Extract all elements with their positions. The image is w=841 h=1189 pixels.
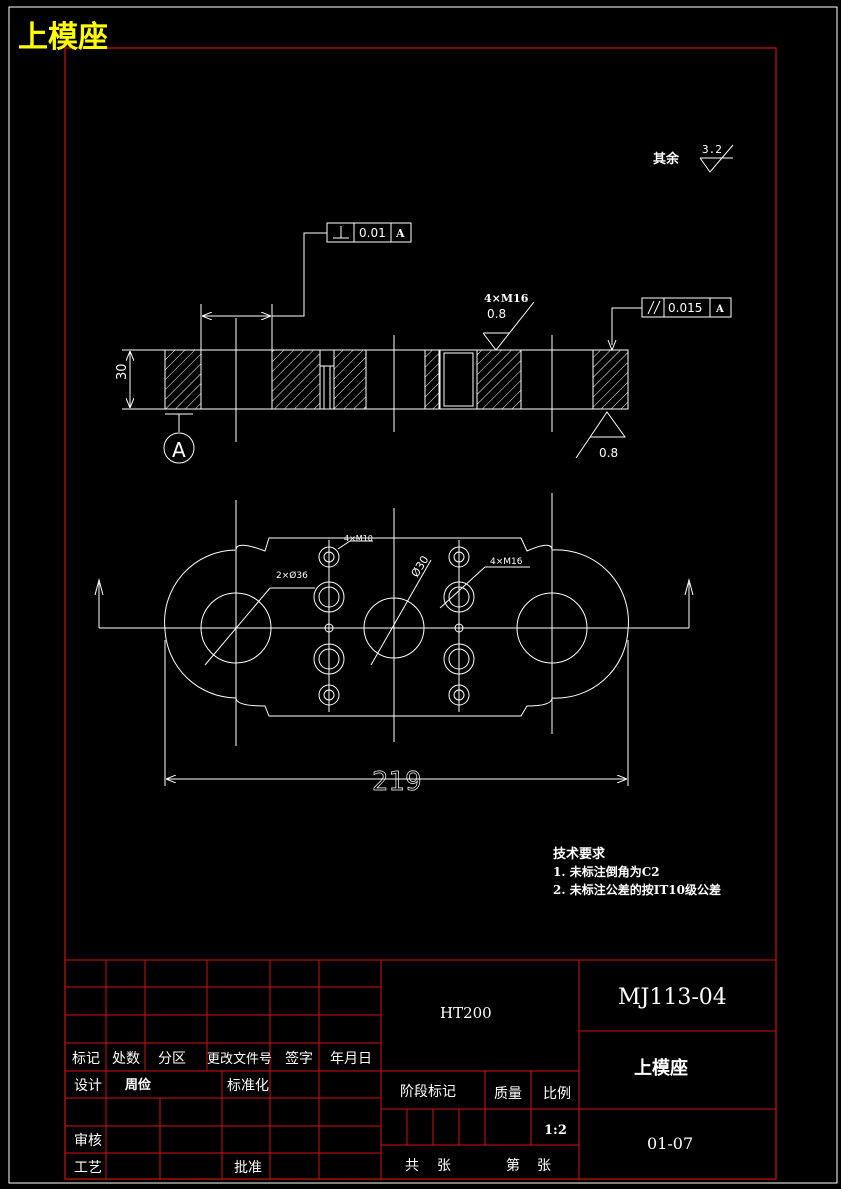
header-date: 年月日 (330, 1051, 372, 1067)
process-label: 工艺 (74, 1160, 102, 1176)
drawing-title: 上模座 (18, 20, 108, 55)
ratio-label: 比例 (543, 1086, 571, 1102)
technical-requirements: 技术要求 1. 未标注倒角为C2 2. 未标注公差的按IT10级公差 (553, 846, 721, 897)
header-zone: 分区 (158, 1051, 186, 1067)
header-mark: 标记 (72, 1051, 100, 1067)
section-hatch-2 (271, 349, 321, 410)
perpendicularity-value: 0.01 (359, 226, 386, 240)
plan-view (94, 493, 694, 786)
bottom-roughness: 0.8 (599, 446, 618, 460)
title-block-text: HT200 MJ113-04 上模座 01-07 1:2 标记 处数 分区 更改… (72, 985, 727, 1176)
material-value: HT200 (440, 1004, 492, 1022)
header-doc: 更改文件号 (207, 1052, 272, 1067)
section-hatch-3 (333, 349, 367, 410)
center-hole-callout: Ø30 (409, 553, 432, 579)
tech-req-item-2: 2. 未标注公差的按IT10级公差 (553, 882, 721, 897)
section-hatch-4 (424, 349, 440, 410)
perpendicularity-datum: A (395, 227, 405, 240)
parallelism-datum: A (715, 304, 724, 315)
large-holes-callout: 2×Ø36 (276, 570, 308, 581)
standard-label: 标准化 (227, 1078, 269, 1094)
thread-roughness: 0.8 (487, 307, 506, 321)
roughness-value: 3.2 (702, 143, 722, 156)
drawing-number: MJ113-04 (618, 985, 727, 1010)
part-name: 上模座 (634, 1057, 688, 1079)
stage-mark-label: 阶段标记 (400, 1084, 456, 1100)
surface-roughness-note: 其余 3.2 (653, 143, 734, 173)
section-hatch-left (164, 349, 202, 410)
header-sign: 签字 (285, 1050, 313, 1067)
thread-callout: 4×M16 (484, 292, 529, 305)
total-label: 共 (405, 1158, 419, 1174)
plate-outline (164, 537, 629, 717)
page-unit-label: 张 (537, 1158, 551, 1174)
outer-frame (8, 6, 838, 1184)
design-label: 设计 (74, 1078, 102, 1094)
mass-label: 质量 (494, 1086, 522, 1102)
header-count: 处数 (112, 1051, 140, 1067)
section-hatch-5 (476, 349, 522, 410)
height-dimension: 30 (115, 363, 130, 380)
parallel-icon (647, 300, 661, 315)
review-label: 审核 (74, 1133, 102, 1149)
page-label: 第 (506, 1157, 520, 1174)
roughness-symbol-icon (699, 144, 734, 173)
other-surfaces-label: 其余 (653, 151, 680, 167)
part-code: 01-07 (647, 1134, 693, 1153)
tech-req-heading: 技术要求 (553, 846, 606, 862)
approve-label: 批准 (234, 1160, 262, 1176)
datum-a-label: A (172, 438, 186, 462)
tech-req-item-1: 1. 未标注倒角为C2 (553, 864, 660, 879)
scale-value: 1:2 (544, 1123, 567, 1138)
section-hatch-right (592, 349, 629, 410)
perpendicularity-tolerance-frame: 0.01 A (326, 222, 412, 243)
small-holes-callout: 4×M10 (344, 534, 373, 543)
section-view (122, 232, 642, 464)
overall-width-dimension: 219 (372, 767, 422, 797)
threaded-holes-callout: 4×M16 (490, 557, 523, 567)
sheets-label: 张 (437, 1158, 451, 1174)
drawing-border (64, 47, 777, 1180)
title-block (65, 959, 776, 1179)
designer-name: 周俭 (125, 1077, 151, 1093)
parallelism-value: 0.015 (668, 301, 702, 315)
parallelism-tolerance-frame: 0.015 A (641, 297, 732, 318)
perpendicular-icon (333, 226, 349, 239)
